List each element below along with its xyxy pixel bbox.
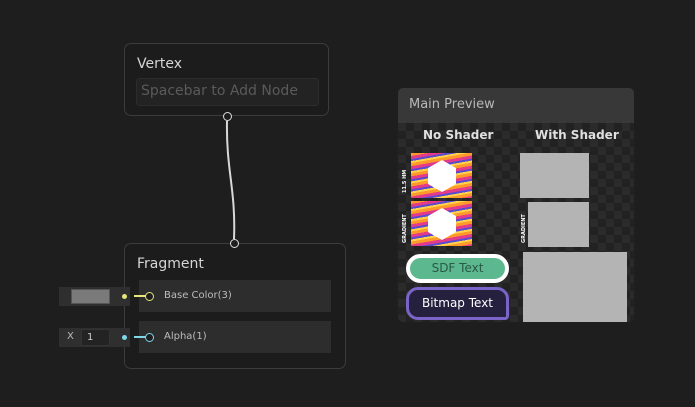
with-shader-header: With Shader — [535, 128, 619, 142]
base-color-wire — [134, 295, 146, 297]
alpha-input[interactable]: X 1 — [59, 328, 130, 347]
alpha-wire — [134, 336, 146, 338]
connector-dot-icon — [122, 294, 127, 299]
vertex-output-port[interactable] — [223, 112, 232, 121]
base-color-port[interactable] — [145, 292, 154, 301]
preview-title: Main Preview — [398, 88, 634, 123]
tile-label: 11.5 HM — [402, 169, 408, 193]
connector-dot-icon — [122, 335, 127, 340]
bitmap-shader-preview — [523, 285, 627, 322]
tile-image — [411, 153, 472, 198]
bitmap-text-pill: Bitmap Text — [406, 287, 509, 320]
gradient-label-shader: GRADIENT — [521, 214, 527, 243]
alpha-value-field[interactable]: 1 — [81, 329, 110, 346]
vertex-node[interactable]: Vertex Spacebar to Add Node — [124, 43, 329, 116]
fragment-input-port[interactable] — [230, 239, 239, 248]
tile-shader-preview — [520, 153, 589, 198]
fragment-title: Fragment — [137, 256, 204, 272]
main-preview-panel[interactable]: Main Preview No Shader With Shader 11.5 … — [398, 88, 634, 322]
sdf-shader-preview — [523, 252, 627, 285]
base-color-slot[interactable]: Base Color(3) — [139, 280, 331, 312]
add-node-field[interactable]: Spacebar to Add Node — [136, 78, 319, 106]
color-swatch[interactable] — [71, 289, 110, 304]
fragment-node[interactable]: Fragment Base Color(3) Alpha(1) — [124, 243, 346, 369]
axis-label: X — [67, 331, 74, 342]
sdf-text-pill: SDF Text — [406, 254, 509, 283]
gradient-label: GRADIENT — [402, 214, 408, 243]
alpha-port[interactable] — [145, 333, 154, 342]
base-color-input[interactable] — [59, 287, 130, 306]
no-shader-header: No Shader — [423, 128, 494, 142]
alpha-slot[interactable]: Alpha(1) — [139, 321, 331, 353]
gradient-shader-preview — [528, 202, 589, 247]
vertex-title: Vertex — [137, 56, 183, 72]
gradient-image — [411, 201, 472, 246]
